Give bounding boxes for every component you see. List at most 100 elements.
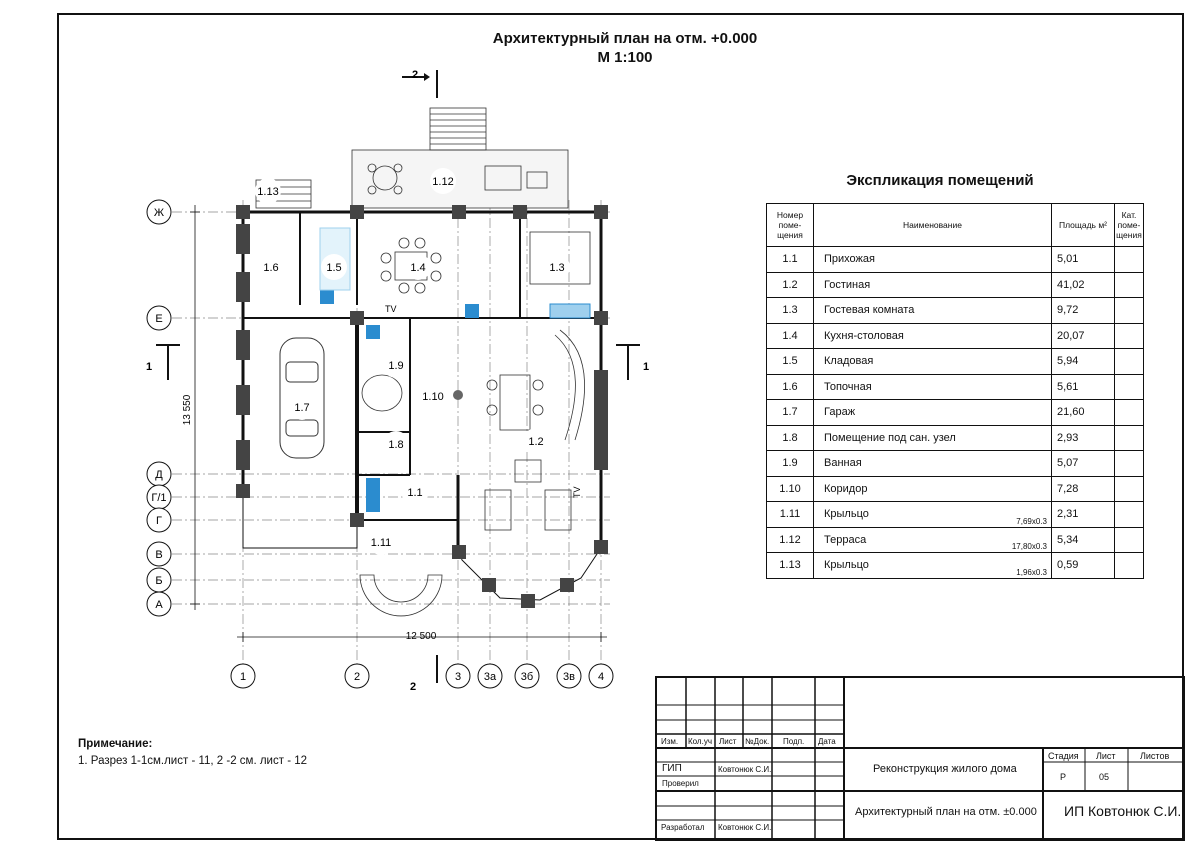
stamp-sheet: 05	[1099, 772, 1110, 782]
tv-label-1: TV	[385, 304, 397, 314]
svg-text:1.7: 1.7	[294, 402, 309, 414]
svg-text:Е: Е	[155, 313, 162, 325]
room-label-1-6: 1.6	[258, 254, 284, 280]
stamp-gip: ГИП	[662, 763, 682, 774]
axis-bubble-3v: 3в	[556, 663, 582, 689]
axis-bubble-d: Д	[146, 461, 172, 487]
section-mark-left: 1	[146, 361, 152, 373]
stamp-col-koluch: Кол.уч	[688, 737, 712, 746]
title-block	[655, 676, 1185, 841]
stamp-stage-label: Стадия	[1048, 751, 1079, 761]
svg-text:А: А	[155, 599, 163, 611]
axis-bubble-3: 3	[445, 663, 471, 689]
svg-text:3б: 3б	[521, 671, 533, 683]
axis-bubble-1: 1	[230, 663, 256, 689]
svg-text:Б: Б	[155, 575, 162, 587]
room-label-1-11: 1.11	[368, 529, 394, 555]
svg-text:2: 2	[354, 671, 360, 683]
svg-text:3а: 3а	[484, 671, 497, 683]
svg-text:1: 1	[240, 671, 246, 683]
explication-table: Номер поме- щения Наименование Площадь м…	[766, 203, 1144, 579]
stamp-dev-name: Ковтонюк С.И.	[718, 823, 772, 832]
svg-text:1.11: 1.11	[371, 537, 392, 549]
room-label-1-7: 1.7	[289, 394, 315, 420]
stamp-gip-name: Ковтонюк С.И.	[718, 765, 772, 774]
section-mark-bottom: 2	[410, 681, 416, 693]
note-text: 1. Разрез 1-1см.лист - 11, 2 -2 см. лист…	[78, 755, 308, 767]
explication-title: Экспликация помещений	[846, 172, 1034, 189]
section-mark-right: 1	[643, 361, 649, 373]
room-label-1-12: 1.12	[430, 168, 456, 194]
svg-text:1.1: 1.1	[407, 487, 422, 499]
explication-header-row: Номер поме- щения Наименование Площадь м…	[766, 203, 1144, 247]
drawing-title: Архитектурный план на отм. +0.000 М 1:10…	[380, 29, 870, 67]
room-label-1-13: 1.13	[255, 178, 281, 204]
svg-text:Д: Д	[155, 469, 163, 481]
header-num: Номер поме- щения	[766, 203, 814, 247]
note-block: Примечание: 1. Разрез 1-1см.лист - 11, 2…	[78, 736, 307, 770]
svg-text:1.5: 1.5	[326, 262, 341, 274]
stamp-sheet-title: Архитектурный план на отм. ±0.000	[855, 806, 1037, 818]
axis-bubble-3b: 3б	[514, 663, 540, 689]
stamp-developed: Разработал	[661, 823, 705, 832]
column-axis-markers: 1 2 3 3а 3б 3в 4	[230, 663, 614, 689]
svg-text:4: 4	[598, 671, 604, 683]
title-line-1: Архитектурный план на отм. +0.000	[492, 30, 758, 47]
svg-text:3в: 3в	[563, 671, 575, 683]
svg-text:1.12: 1.12	[432, 176, 453, 188]
svg-text:1.13: 1.13	[257, 186, 278, 198]
stamp-col-data: Дата	[818, 737, 836, 746]
drawing-frame	[57, 13, 1184, 840]
room-label-1-3: 1.3	[544, 254, 570, 280]
furniture	[359, 231, 591, 617]
tv-label-2: TV	[572, 486, 582, 498]
stamp-col-doc: №Док.	[745, 737, 770, 746]
svg-text:1.4: 1.4	[410, 262, 425, 274]
svg-text:1.9: 1.9	[388, 360, 403, 372]
svg-text:1.2: 1.2	[528, 436, 543, 448]
svg-text:Г: Г	[156, 515, 162, 527]
dim-horizontal: 12 500	[406, 631, 437, 642]
dim-vertical: 13 550	[182, 394, 193, 425]
room-label-1-8: 1.8	[383, 431, 409, 457]
axis-bubble-zh: Ж	[146, 199, 172, 225]
axis-bubble-g1: Г/1	[146, 484, 172, 510]
svg-text:Ж: Ж	[154, 207, 164, 219]
axis-bubble-v: В	[146, 541, 172, 567]
row-axis-markers: Ж Е Д Г/1 Г В Б А	[146, 199, 172, 617]
axis-bubble-b: Б	[146, 567, 172, 593]
axis-bubble-g: Г	[146, 507, 172, 533]
header-area: Площадь м²	[1051, 203, 1115, 247]
stamp-stage: Р	[1060, 772, 1067, 782]
room-labels: 1.1 1.2 1.3 1.4 1.5 1.6 1.7 1.8 1.9 1.10…	[255, 168, 570, 555]
stamp-org: ИП Ковтонюк С.И.	[1064, 803, 1182, 819]
room-label-1-2: 1.2	[523, 428, 549, 454]
room-label-1-9: 1.9	[383, 352, 409, 378]
room-label-1-1: 1.1	[401, 478, 429, 506]
svg-text:1.3: 1.3	[549, 262, 564, 274]
section-mark-top: 2	[412, 69, 418, 81]
room-label-1-4: 1.4	[405, 254, 431, 280]
stamp-checked: Проверил	[662, 779, 699, 788]
note-heading: Примечание:	[78, 738, 153, 750]
stamp-sheets-label: Листов	[1140, 751, 1170, 761]
stamp-col-izm: Изм.	[661, 737, 679, 746]
svg-text:В: В	[155, 549, 162, 561]
dimension-lines	[190, 205, 607, 642]
section-marks	[156, 70, 640, 683]
axis-bubble-e: Е	[146, 305, 172, 331]
svg-text:1.6: 1.6	[263, 262, 278, 274]
